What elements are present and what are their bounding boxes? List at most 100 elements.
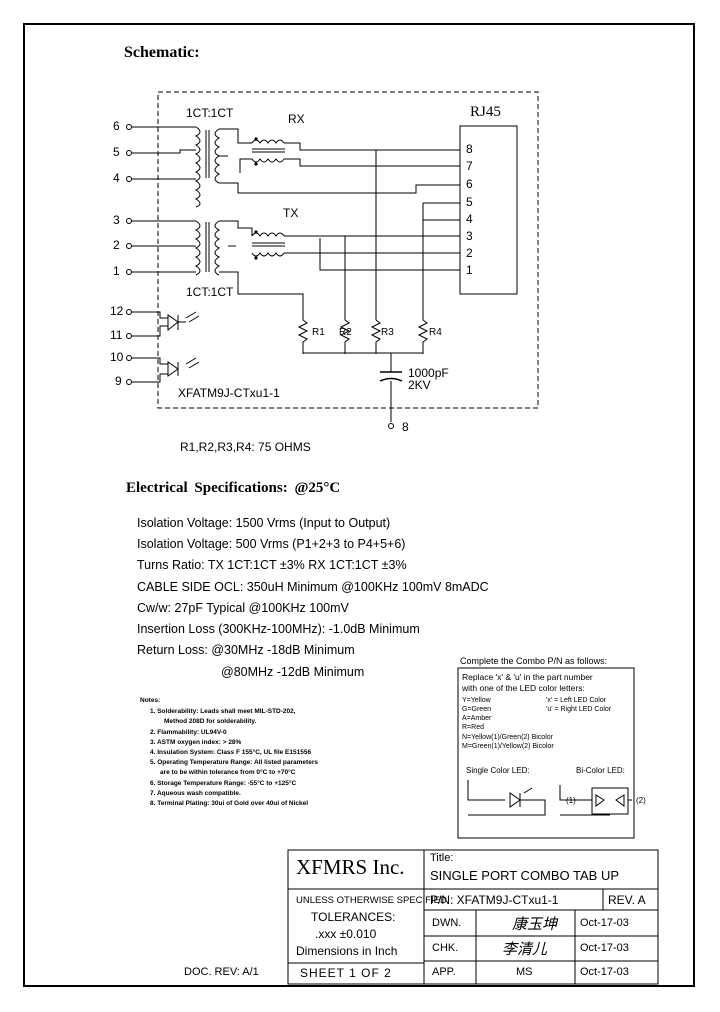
document-revision: DOC. REV: A/1 (184, 966, 259, 978)
spec-line: Cw/w: 27pF Typical @100KHz 100mV (137, 601, 349, 615)
pin-label: 6 (113, 119, 120, 133)
tx-transformer (194, 220, 460, 320)
color-code: M=Green(1)/Yellow(2) Bicolor (462, 743, 554, 750)
combo-intro: with one of the LED color letters: (462, 683, 585, 693)
title-block (287, 849, 659, 985)
revision: REV. A (608, 893, 646, 907)
dimensions-unit: Dimensions in Inch (296, 944, 398, 958)
note-item: 5. Operating Temperature Range: All list… (150, 759, 318, 766)
tx-label: TX (283, 206, 299, 220)
capacitor-voltage: 2KV (408, 378, 431, 392)
color-code: G=Green (462, 706, 491, 713)
checked-date: Oct-17-03 (580, 942, 629, 954)
drawn-date: Oct-17-03 (580, 917, 629, 929)
capacitor-value: 1000pF (408, 366, 449, 380)
resistor-note: R1,R2,R3,R4: 75 OHMS (180, 440, 311, 454)
approved-by: MS (516, 966, 533, 978)
spec-line: Return Loss: @30MHz -18dB Minimum (137, 643, 355, 657)
transformer-ratio-bottom: 1CT:1CT (186, 285, 234, 299)
title-label: Title: (430, 852, 454, 864)
electrical-heading: Electrical Specifications: @25°C (126, 480, 341, 496)
spec-note: UNLESS OTHERWISE SPECIFIED (296, 895, 447, 906)
note-item: 8. Terminal Plating: 30ui of Gold over 4… (150, 800, 309, 807)
rj45-pin-label: 3 (466, 229, 473, 243)
resistor-label: R4 (429, 327, 442, 338)
note-item: are to be within tolerance from 0°C to +… (160, 769, 296, 776)
left-pin-leads (126, 124, 196, 275)
rx-label: RX (288, 112, 305, 126)
tolerance-value: .xxx ±0.010 (315, 927, 377, 941)
drawing-title: SINGLE PORT COMBO TAB UP (430, 868, 620, 883)
rx-transformer (194, 126, 460, 208)
notes-heading: Notes: (140, 697, 161, 704)
color-code: A=Amber (462, 715, 492, 722)
resistor-label: R2 (339, 327, 352, 338)
led-pin-label: 11 (110, 328, 123, 342)
part-number-label: XFATM9J-CTxu1-1 (178, 386, 280, 400)
resistor-label: R1 (312, 327, 325, 338)
rj45-pin-label: 4 (466, 212, 473, 226)
u-note: 'u' = Right LED Color (546, 706, 612, 713)
note-item: Method 208D for solderability. (164, 718, 257, 725)
drawn-label: DWN. (432, 917, 462, 929)
spec-line: Turns Ratio: TX 1CT:1CT ±3% RX 1CT:1CT ±… (137, 558, 407, 572)
combo-intro: Replace 'x' & 'u' in the part number (462, 672, 593, 682)
rj45-connector (459, 125, 518, 295)
pin-label: 5 (113, 145, 120, 159)
spec-line: Insertion Loss (300KHz-100MHz): -1.0dB M… (137, 622, 420, 636)
pin-label: 4 (113, 171, 120, 185)
transformer-ratio-top: 1CT:1CT (186, 106, 234, 120)
resistor-label: R3 (381, 327, 394, 338)
spec-line: Isolation Voltage: 1500 Vrms (Input to O… (137, 516, 391, 530)
schematic-boundary (157, 91, 539, 409)
part-number: P/N: XFATM9J-CTxu1-1 (430, 893, 559, 907)
drawn-by: 康玉坤 (512, 917, 558, 933)
company-name: XFMRS Inc. (296, 855, 405, 879)
rj45-pin-label: 5 (466, 195, 473, 209)
approved-date: Oct-17-03 (580, 966, 629, 978)
color-code: R=Red (462, 724, 484, 731)
combo-box (457, 667, 635, 839)
color-code: Y=Yellow (462, 697, 491, 704)
checked-by: 李清儿 (502, 942, 548, 958)
single-led-label: Single Color LED: (466, 766, 530, 775)
note-item: 6. Storage Temperature Range: -55°C to +… (150, 780, 297, 787)
note-item: 4. Insulation System: Class F 155°C, UL … (150, 749, 312, 756)
rj45-pin-label: 1 (466, 263, 473, 277)
bicolor-pin-2: (2) (636, 796, 646, 805)
tolerances-label: TOLERANCES: (311, 910, 396, 924)
led-pin-label: 12 (110, 304, 124, 318)
bicolor-pin-1: (1) (566, 796, 576, 805)
pin-label: 3 (113, 213, 120, 227)
schematic-heading: Schematic: (124, 44, 200, 61)
note-item: 1. Solderability: Leads shall meet MIL-S… (150, 708, 296, 715)
pin-label: 2 (113, 238, 120, 252)
rj45-pin-label: 7 (466, 159, 473, 173)
sheet-border (23, 23, 695, 987)
x-note: 'x' = Left LED Color (546, 697, 607, 704)
note-item: 7. Aqueous wash compatible. (150, 790, 241, 797)
led-pin-label: 9 (115, 374, 122, 388)
connector-label: RJ45 (470, 104, 501, 120)
led-circuits (126, 309, 200, 385)
combo-led-symbols (467, 780, 632, 816)
bicolor-led-label: Bi-Color LED: (576, 766, 625, 775)
rj45-pin-label: 2 (466, 246, 473, 260)
approved-label: APP. (432, 966, 456, 978)
rj45-wiring (319, 150, 460, 320)
spec-line: CABLE SIDE OCL: 350uH Minimum @100KHz 10… (137, 580, 489, 594)
spec-line: Isolation Voltage: 500 Vrms (P1+2+3 to P… (137, 537, 406, 551)
combo-heading: Complete the Combo P/N as follows: (460, 656, 608, 666)
spec-line: @80MHz -12dB Minimum (221, 665, 365, 679)
ground-pin-label: 8 (402, 420, 409, 434)
pin-label: 1 (113, 264, 120, 278)
termination-resistors (297, 319, 429, 429)
note-item: 2. Flammability: UL94V-0 (150, 729, 227, 736)
led-pin-label: 10 (110, 350, 124, 364)
sheet-number: SHEET 1 OF 2 (300, 966, 392, 980)
color-code: N=Yellow(1)/Green(2) Bicolor (462, 734, 553, 741)
rj45-pin-label: 6 (466, 177, 473, 191)
checked-label: CHK. (432, 942, 459, 954)
note-item: 3. ASTM oxygen index: > 28% (150, 739, 242, 746)
